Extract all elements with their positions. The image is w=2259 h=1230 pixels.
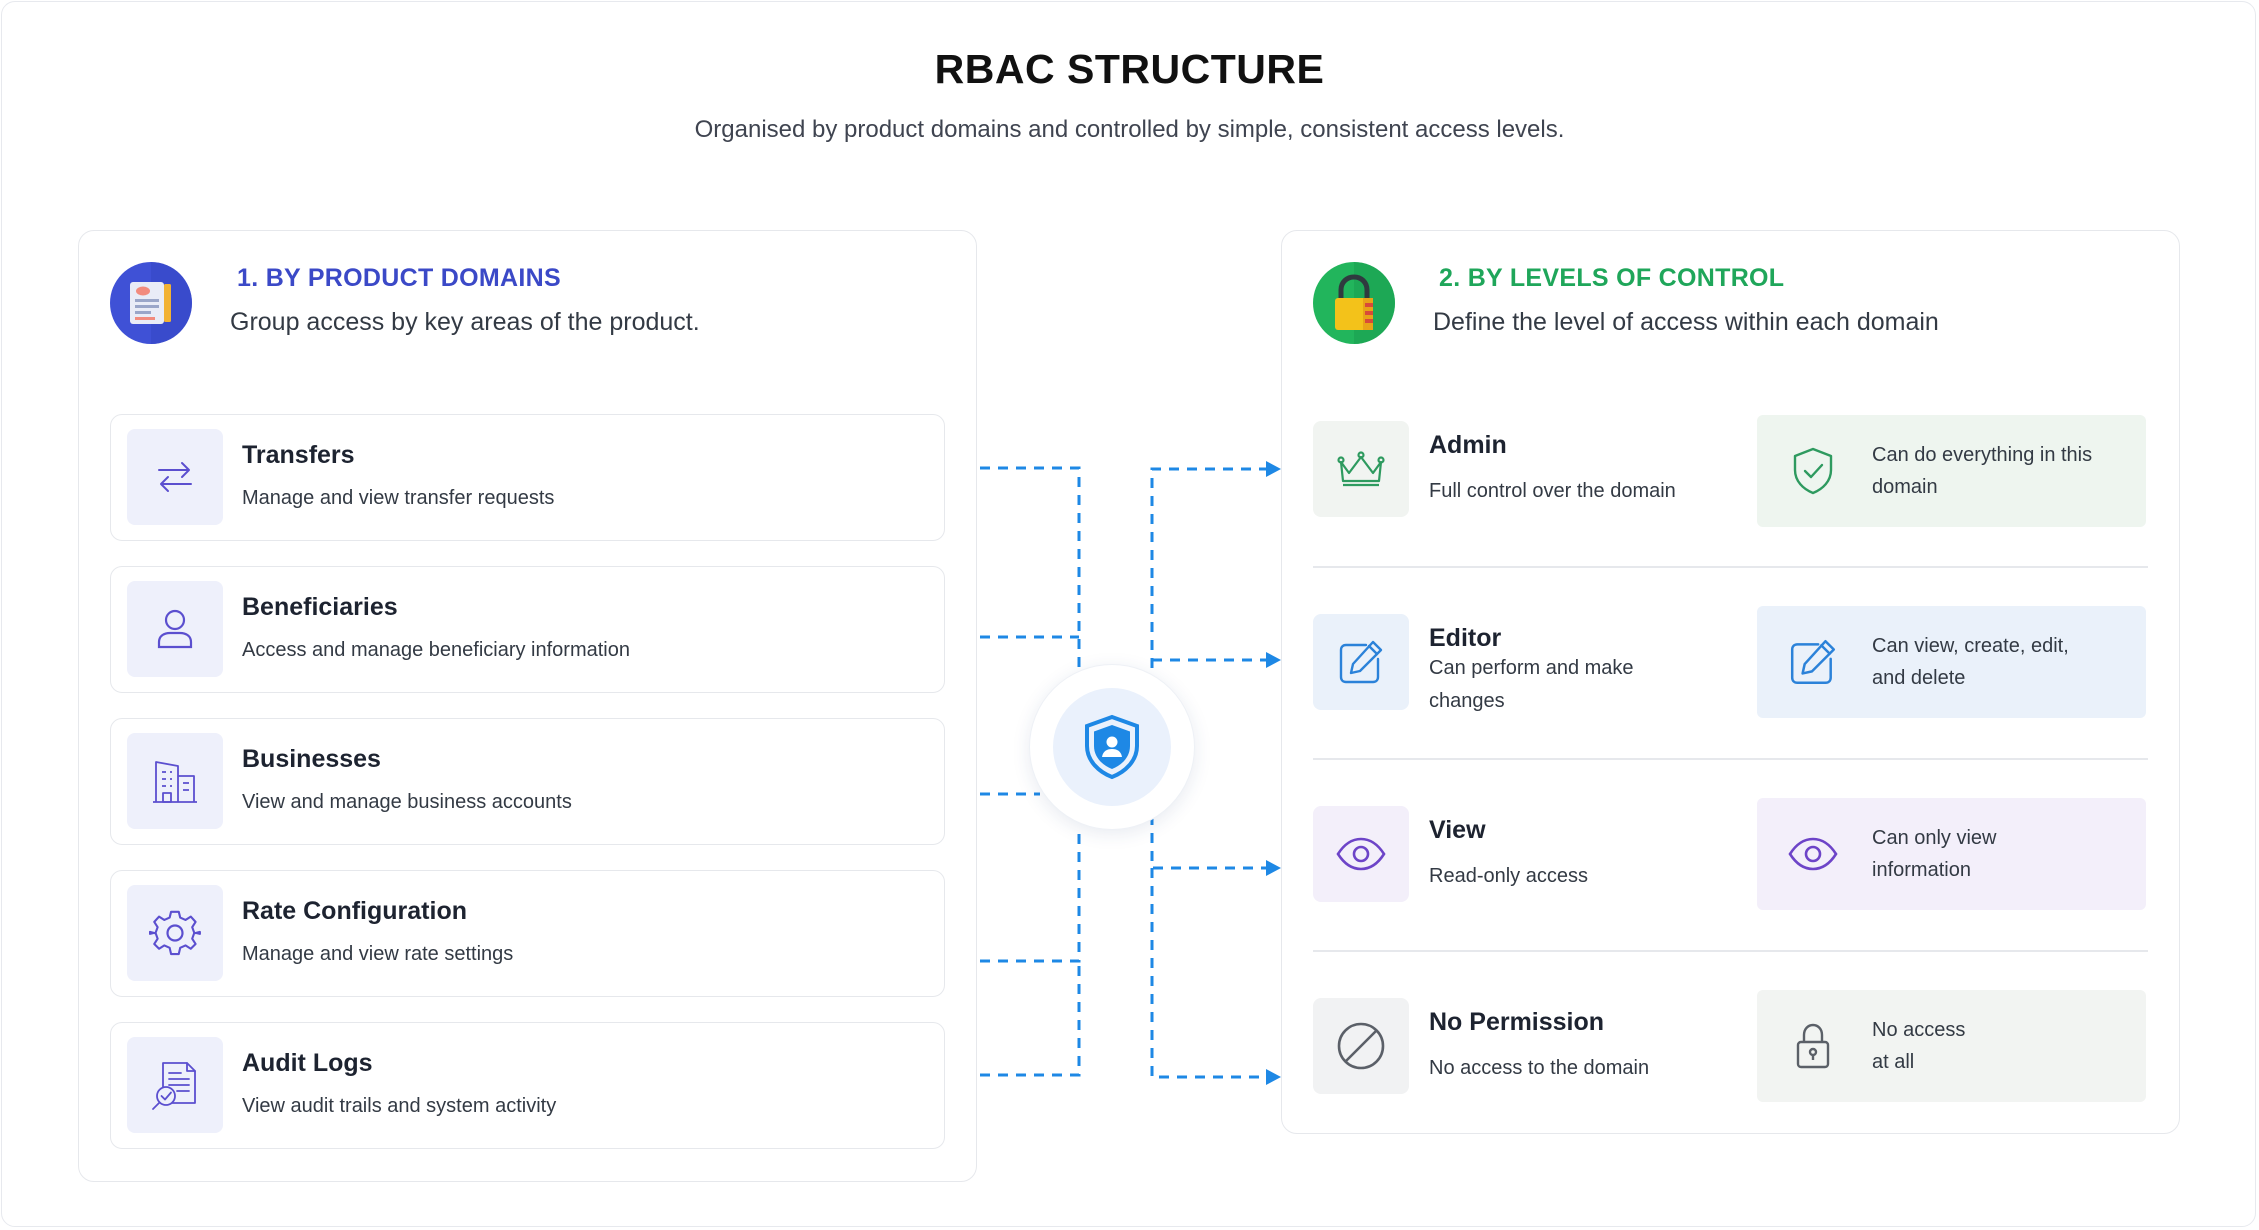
levels-of-control-title: 2. BY LEVELS OF CONTROL [1439, 264, 1785, 292]
domain-card-rate-configuration[interactable]: Rate Configuration Manage and view rate … [110, 870, 945, 997]
product-domains-subtitle: Group access by key areas of the product… [230, 308, 700, 336]
gear-icon [127, 885, 223, 981]
level-description: Can perform and make changes [1429, 657, 1634, 712]
domain-card-beneficiaries[interactable]: Beneficiaries Access and manage benefici… [110, 566, 945, 693]
level-divider [1313, 950, 2148, 952]
level-name: Editor [1429, 624, 1502, 652]
connector-transfers [980, 466, 1081, 668]
level-description: No access to the domain [1429, 1057, 1650, 1079]
level-name: View [1429, 816, 1486, 844]
domain-description: Access and manage beneficiary informatio… [242, 639, 630, 661]
domain-name: Audit Logs [242, 1049, 373, 1077]
level-name: Admin [1429, 431, 1507, 459]
document-list-icon [110, 262, 192, 344]
level-divider [1313, 566, 2148, 568]
shield-user-icon [1085, 714, 1139, 780]
domain-name: Transfers [242, 441, 355, 469]
padlock-icon [1313, 262, 1395, 344]
level-detail-box: Can view, create, edit,and delete [1757, 606, 2146, 718]
edit-icon [1790, 639, 1836, 685]
domain-description: View audit trails and system activity [242, 1095, 557, 1117]
lock-icon [1796, 1023, 1830, 1069]
product-domains-title: 1. BY PRODUCT DOMAINS [237, 264, 561, 292]
domain-description: Manage and view rate settings [242, 943, 514, 965]
connector-audit [980, 961, 1081, 1077]
eye-icon [1788, 837, 1838, 871]
levels-of-control-subtitle: Define the level of access within each d… [1433, 308, 1939, 336]
level-divider [1313, 758, 2148, 760]
domain-card-audit-logs[interactable]: Audit Logs View audit trails and system … [110, 1022, 945, 1149]
arrow-head [1266, 461, 1281, 477]
connector-view [1150, 815, 1268, 870]
level-admin[interactable]: Admin Full control over the domain Can d… [1313, 415, 2148, 551]
page-title: RBAC STRUCTURE [934, 46, 1325, 92]
domain-name: Businesses [242, 745, 381, 773]
transfer-arrows-icon [127, 429, 223, 525]
connector-admin [1150, 467, 1268, 668]
connector-no-permission [1150, 868, 1268, 1079]
arrow-head [1266, 860, 1281, 876]
level-no-permission[interactable]: No Permission No access to the domain No… [1313, 990, 2148, 1128]
level-description: Full control over the domain [1429, 480, 1676, 502]
domain-name: Rate Configuration [242, 897, 467, 925]
level-description: Read-only access [1429, 865, 1588, 887]
arrow-head [1266, 652, 1281, 668]
domain-description: Manage and view transfer requests [242, 487, 555, 509]
edit-icon [1313, 614, 1409, 710]
level-editor[interactable]: Editor Can perform and make changes Can … [1313, 606, 2148, 744]
shield-check-icon [1793, 447, 1833, 495]
domain-name: Beneficiaries [242, 593, 398, 621]
domain-description: View and manage business accounts [242, 791, 572, 813]
prohibited-icon [1313, 998, 1409, 1094]
arrow-head [1266, 1069, 1281, 1085]
connector-rate [980, 828, 1081, 963]
building-icon [127, 733, 223, 829]
domain-card-transfers[interactable]: Transfers Manage and view transfer reque… [110, 414, 945, 541]
eye-icon [1313, 806, 1409, 902]
rbac-hub [1029, 664, 1195, 830]
crown-icon [1313, 421, 1409, 517]
user-icon [127, 581, 223, 677]
level-name: No Permission [1429, 1008, 1605, 1036]
page-subtitle: Organised by product domains and control… [694, 116, 1565, 143]
audit-document-icon [127, 1037, 223, 1133]
domain-card-businesses[interactable]: Businesses View and manage business acco… [110, 718, 945, 845]
